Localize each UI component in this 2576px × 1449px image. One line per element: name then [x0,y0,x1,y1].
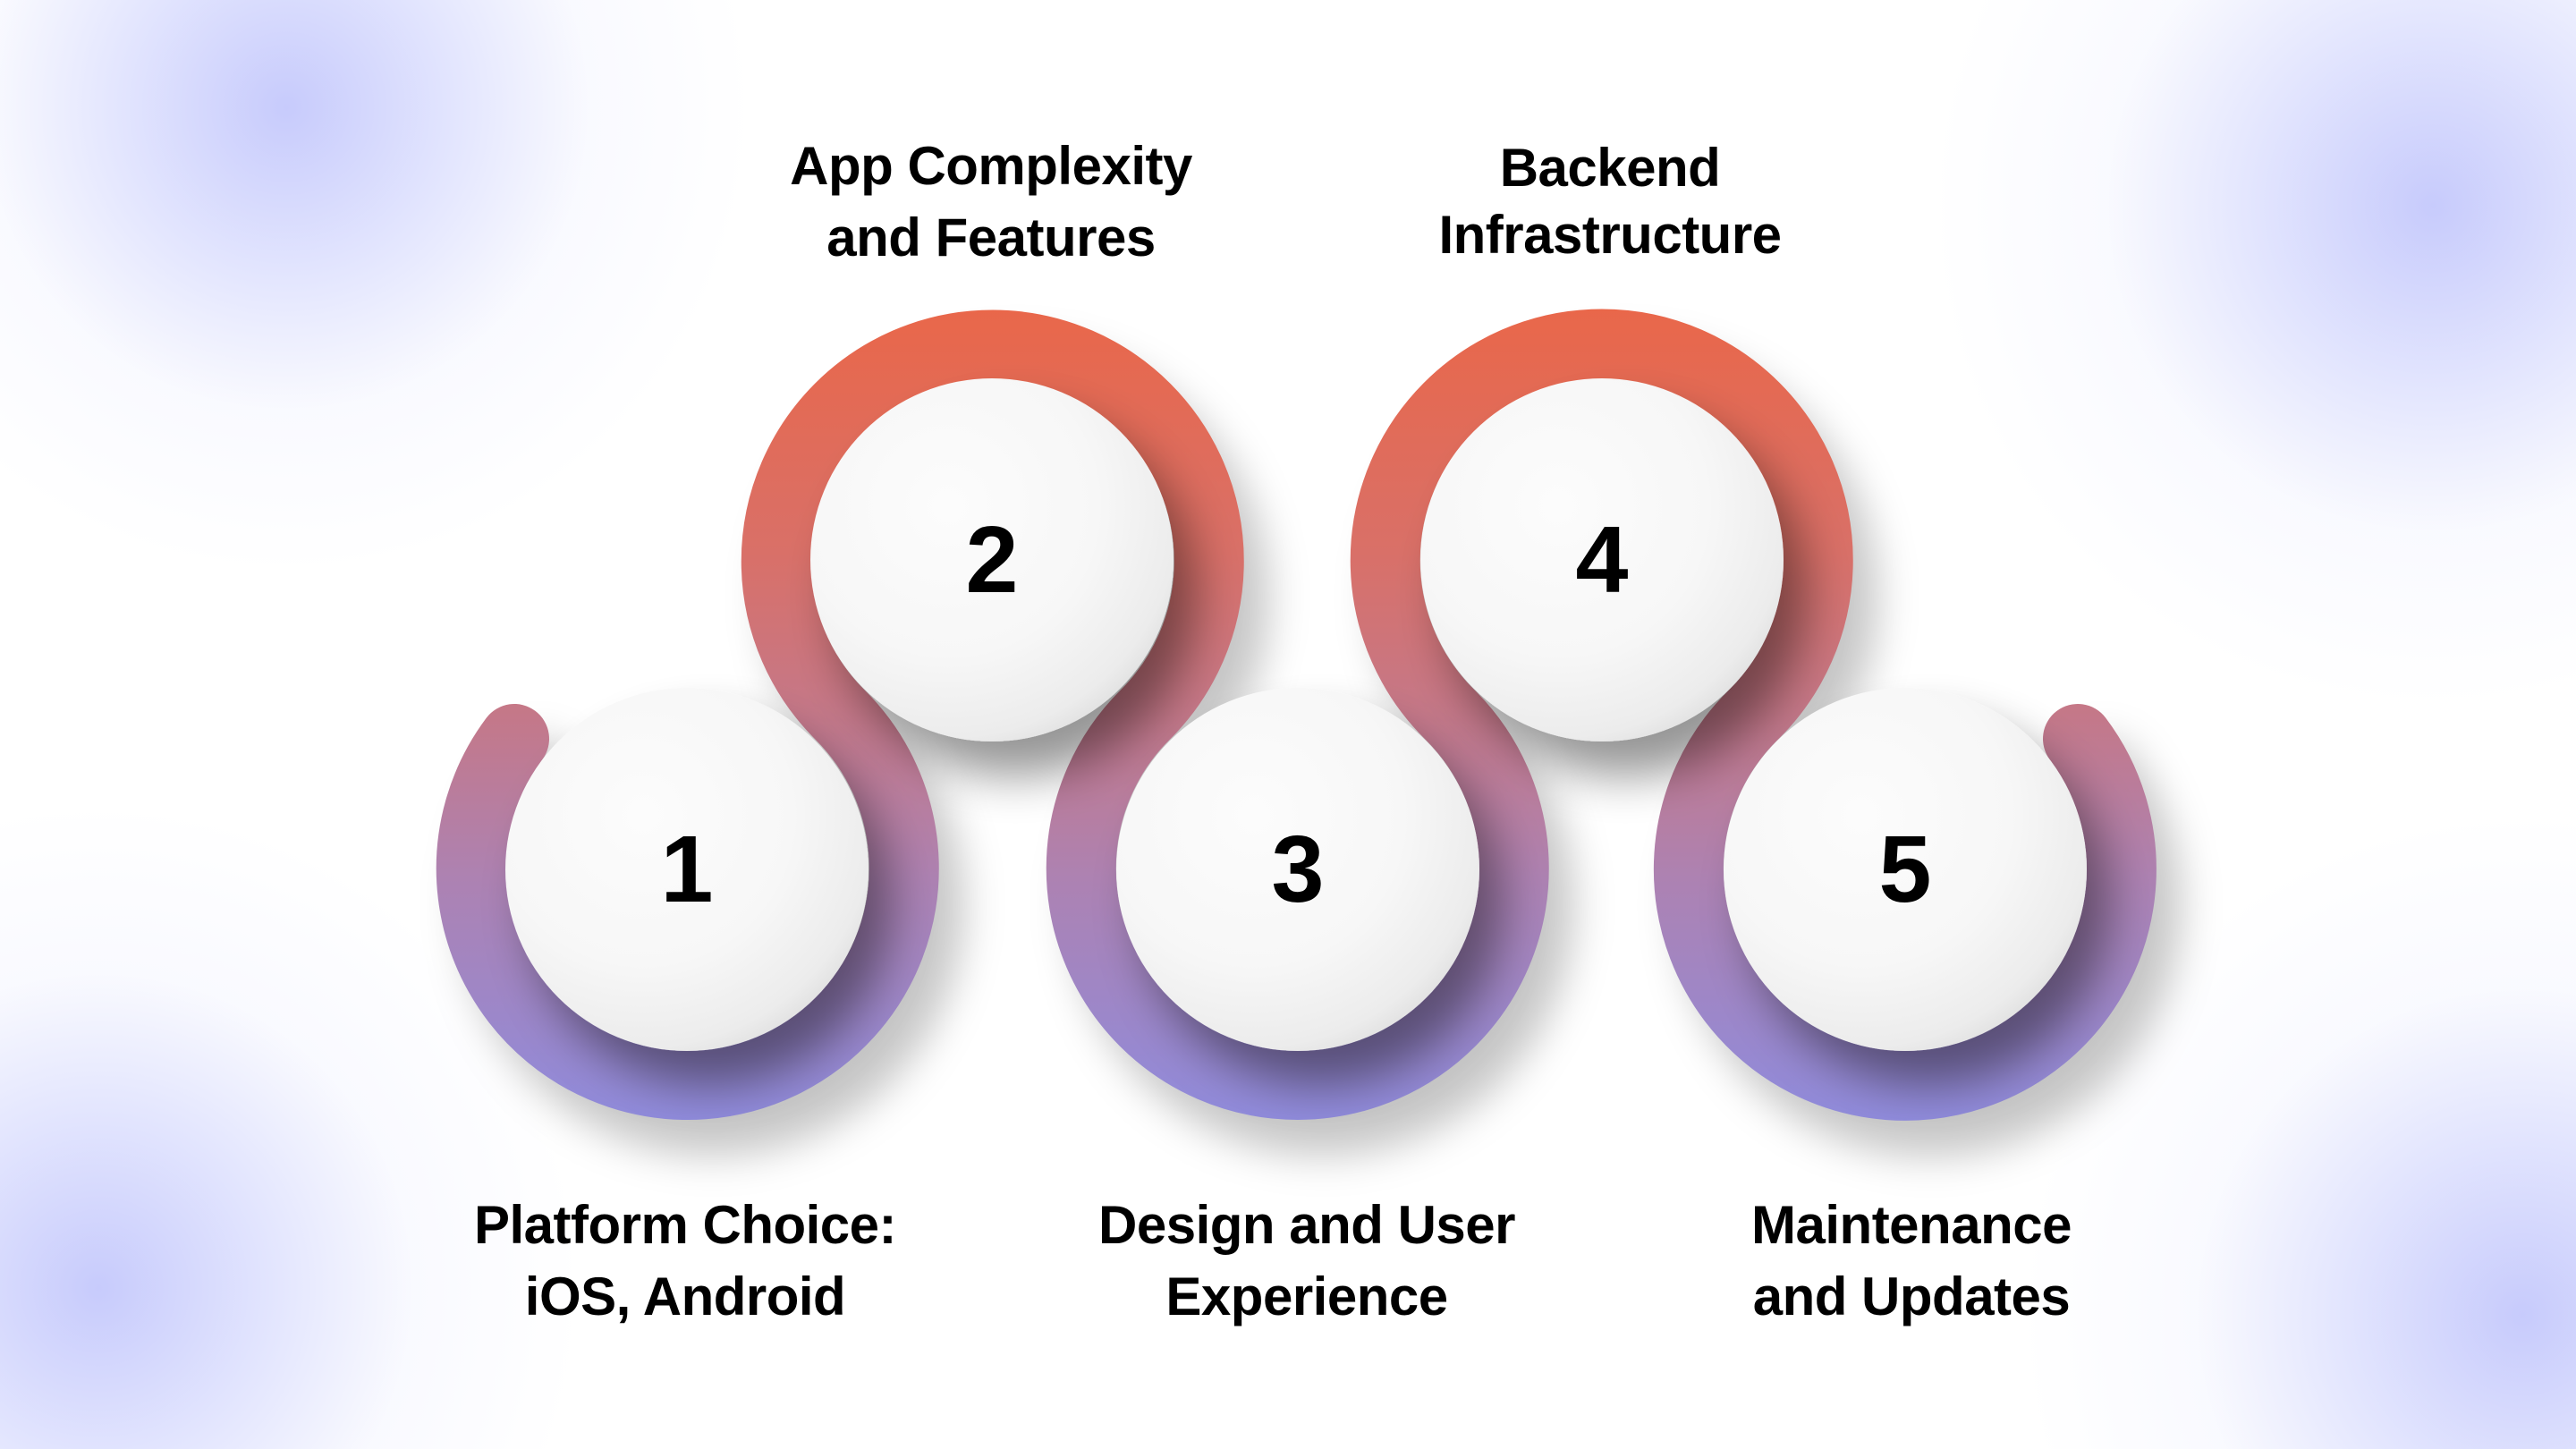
step-label-4-line1: Backend [1499,138,1721,198]
step-disc-4 [1420,378,1784,741]
step-label-2-line1: App Complexity [790,136,1192,196]
step-disc-2 [810,378,1174,741]
step-label-3-line1: Design and User [1098,1195,1515,1255]
step-number-1: 1 [660,817,714,922]
step-number-5: 5 [1878,817,1932,922]
step-number-4: 4 [1575,507,1629,613]
step-label-3: Design and User Experience [1021,1190,1593,1333]
step-disc-1 [505,688,869,1051]
step-label-5-line2: and Updates [1752,1267,2071,1326]
step-label-4: Backend Infrastructure [1324,134,1896,268]
step-label-5: Maintenance and Updates [1625,1190,2198,1333]
step-label-1: Platform Choice: iOS, Android [399,1190,971,1333]
step-label-5-line1: Maintenance [1751,1195,2072,1255]
ribbon-path [436,309,2157,1121]
step-label-4-line2: Infrastructure [1438,205,1782,265]
step-label-2-line2: and Features [826,208,1156,267]
step-number-2: 2 [965,507,1019,613]
step-number-3: 3 [1271,817,1325,922]
step-disc-5 [1724,688,2087,1051]
step-label-2: App Complexity and Features [705,131,1277,274]
step-label-1-line1: Platform Choice: [473,1195,897,1255]
step-label-3-line2: Experience [1165,1267,1448,1326]
step-label-1-line2: iOS, Android [524,1267,846,1326]
step-disc-3 [1116,688,1479,1051]
